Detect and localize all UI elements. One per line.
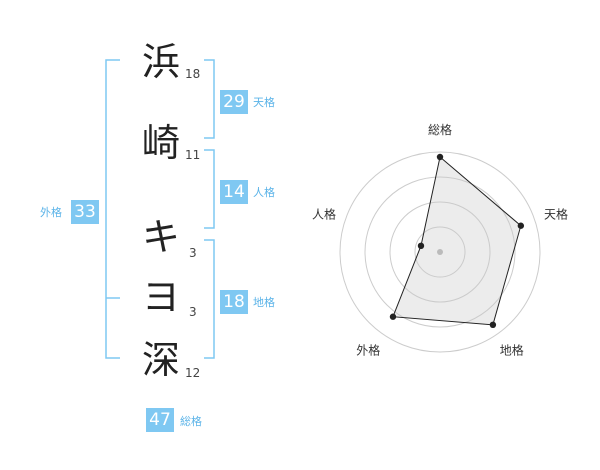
- jinkaku-value: 14: [220, 180, 248, 204]
- chikaku-bracket: [204, 239, 215, 359]
- name-char-2: 崎: [141, 121, 180, 165]
- chikaku-label: 地格: [253, 296, 275, 309]
- radar-point-4: [389, 313, 397, 320]
- soukaku-value: 47: [146, 408, 174, 432]
- radar-center: [437, 249, 443, 255]
- soukaku-label: 総格: [180, 415, 202, 428]
- radar-grid-ring: [389, 201, 491, 303]
- radar-axis-label-5: 人格: [312, 206, 336, 221]
- name-char-5-strokes: 12: [185, 366, 201, 380]
- name-char-3-strokes: 3: [189, 246, 197, 260]
- name-char-1-strokes: 18: [185, 67, 201, 81]
- name-char-2-strokes: 11: [185, 148, 201, 162]
- radar-axis-label-1: 総格: [428, 122, 452, 137]
- tenkaku-value: 29: [220, 90, 248, 114]
- chikaku-value: 18: [220, 290, 248, 314]
- gaikaku-label: 外格: [40, 206, 62, 219]
- radar-grid-ring: [339, 151, 541, 353]
- tenkaku-bracket: [204, 59, 215, 139]
- radar-grid-ring: [364, 176, 516, 328]
- tenkaku-label: 天格: [253, 96, 275, 109]
- name-char-4-strokes: 3: [189, 305, 197, 319]
- radar-point-2: [517, 222, 525, 229]
- name-char-3: キ: [141, 215, 180, 259]
- name-char-1: 浜: [141, 40, 180, 84]
- gaikaku-value: 33: [71, 200, 99, 224]
- radar-axis-label-2: 天格: [544, 206, 568, 221]
- radar-area: [392, 156, 522, 326]
- radar-axis-label-3: 地格: [500, 343, 524, 358]
- radar-point-5: [417, 242, 425, 250]
- jinkaku-label: 人格: [253, 186, 275, 199]
- name-char-5: 深: [141, 338, 180, 382]
- radar-axis-label-4: 外格: [356, 343, 380, 358]
- jinkaku-bracket: [204, 149, 215, 229]
- radar-point-1: [436, 153, 444, 161]
- name-char-4: ヨ: [141, 275, 180, 319]
- radar-grid-ring: [414, 226, 466, 278]
- gaikaku-bracket: [105, 59, 120, 359]
- radar-point-3: [489, 321, 497, 329]
